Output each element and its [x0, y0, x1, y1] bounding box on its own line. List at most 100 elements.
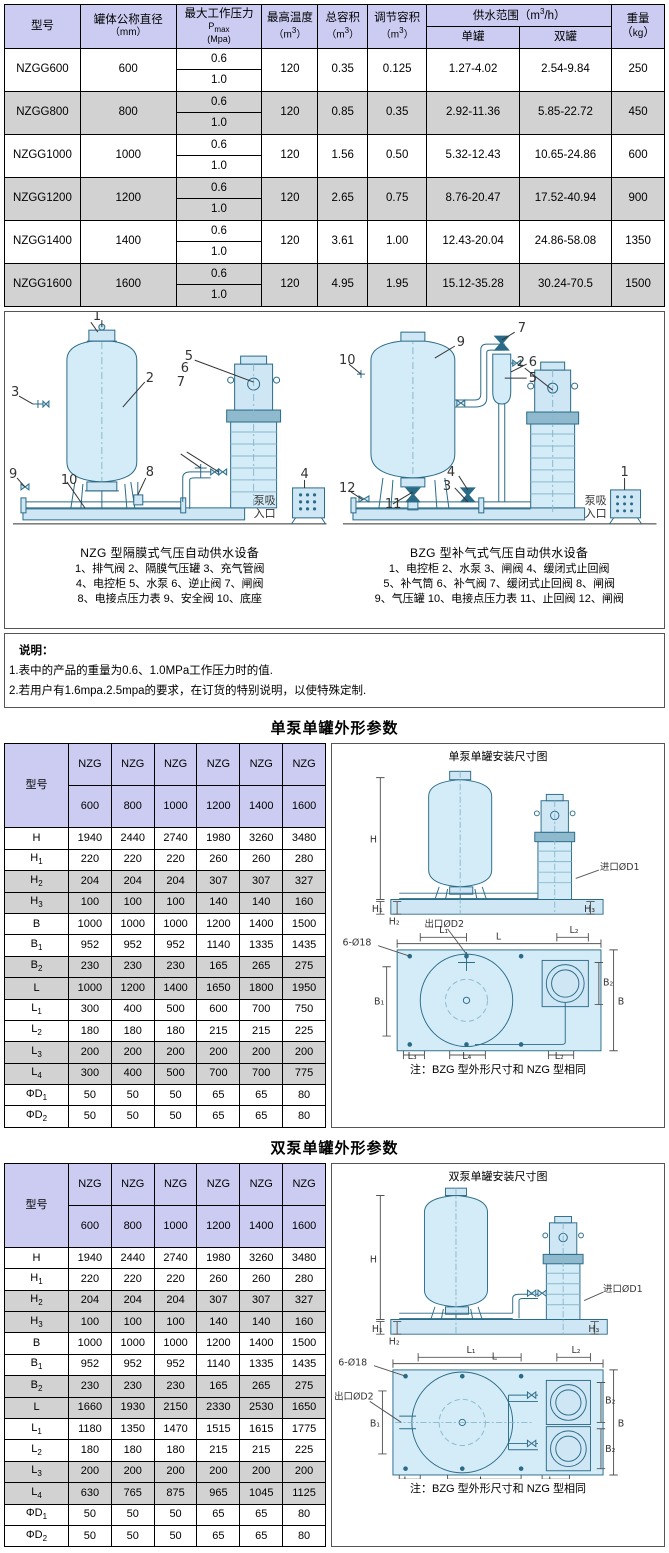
single-cell: 204: [110, 870, 155, 893]
single-pump-block: 型号 NZG NZG NZG NZG NZG NZG 600 800 1000 …: [4, 743, 665, 1128]
cell-diameter: 1600: [79, 263, 177, 307]
diagram-bzg: 1 2 3 4 5 6 7 9 10 11 12 泵吸 入口 BZG 型补气式气…: [335, 312, 665, 628]
dim-col-bot-5: 1400: [239, 785, 284, 829]
svg-text:入口: 入口: [254, 507, 276, 520]
single-cell: 50: [153, 1105, 198, 1128]
cell-temperature: 120: [261, 177, 319, 221]
single-cell: 230: [153, 955, 198, 979]
single-rowlabel-L2: L2: [4, 1019, 69, 1043]
double-cell: 1180: [68, 1417, 112, 1441]
dim2-col-top-6: NZG: [282, 1162, 326, 1206]
callout-9: 9: [9, 467, 17, 482]
double-cell: 2440: [110, 1246, 155, 1270]
single-cell: 600: [196, 998, 241, 1021]
bzg-caption-line1: 1、电控柜 2、水泵 3、闸阀 4、缓闭式止回阀: [388, 562, 610, 575]
equipment-diagrams: 1 2 3 4 5 6 7 8 9 10 泵吸 入口 NZG 型隔膜式气压自动供…: [4, 311, 665, 629]
single-cell: 1940: [68, 827, 112, 850]
callout-b6: 6: [528, 355, 536, 370]
dim-B-2: B: [618, 1418, 624, 1429]
single-cell: 300: [68, 998, 112, 1021]
cell-diameter: 1000: [79, 134, 177, 178]
double-cell: 50: [68, 1524, 112, 1548]
bzg-caption-line3: 9、气压罐 10、电接点压力表 11、止回阀 12、闸阀: [374, 592, 624, 605]
dim-L1-2: L₁: [466, 1345, 475, 1356]
nzg-caption-line1: 1、排气阀 2、隔膜气压罐 3、充气管阀: [75, 562, 265, 575]
cell-weight: 600: [611, 134, 665, 178]
double-cell: 200: [282, 1460, 326, 1484]
cell-supply-double: 2.54-9.84: [518, 48, 613, 92]
dim-col-bot-2: 800: [110, 785, 155, 829]
double-cell: 1045: [239, 1482, 284, 1505]
nzg-caption-line2: 4、电控柜 5、水泵 6、逆止阀 7、闸阀: [75, 577, 264, 590]
double-rowlabel-H3: H3: [4, 1311, 69, 1334]
callout-b10: 10: [338, 353, 355, 368]
notes-title: 说明：: [19, 645, 54, 657]
double-cell: 1470: [153, 1417, 198, 1441]
double-cell: 160: [282, 1311, 326, 1334]
single-cell: 775: [282, 1062, 326, 1086]
single-rowlabel-H1: H1: [4, 848, 69, 872]
cell-pressure-high: 1.0: [210, 289, 227, 301]
dim-L3-1: L₃: [408, 1052, 417, 1060]
callout-4: 4: [301, 467, 309, 482]
dim-H-1: H: [370, 835, 377, 846]
cell-model: NZGG1000: [4, 134, 81, 178]
section-heading-single-pump: 单泵单罐外形参数: [270, 720, 399, 738]
dim-col-bot-6: 1600: [282, 785, 326, 829]
th-total-volume: 总容积 （m3）: [317, 4, 368, 49]
main-spec-table: 型号 罐体公称直径 （mm） 最大工作压力 Pmax (Mpa) 最高温度 （m…: [4, 4, 665, 307]
single-cell: 1000: [68, 977, 112, 1000]
double-cell: 230: [110, 1375, 155, 1398]
single-cell: 1000: [68, 912, 112, 936]
dim-col-top-3: NZG: [153, 743, 198, 787]
dim-B2-1: B₂: [603, 978, 613, 989]
cell-diameter: 1400: [79, 220, 177, 264]
single-rowlabel-L4: L4: [4, 1062, 69, 1086]
dim-H3-2: H₃: [588, 1324, 599, 1335]
double-cell: 952: [68, 1353, 112, 1377]
double-cell: 1140: [196, 1353, 241, 1377]
dim-L2-1: L₂: [569, 925, 578, 936]
double-pump-block: 型号 NZG NZG NZG NZG NZG NZG 600 800 1000 …: [4, 1162, 665, 1548]
single-cell: 165: [196, 955, 241, 979]
notes-box: 说明： 1.表中的产品的重量为0.6、1.0MPa工作压力时的值. 2.若用户有…: [4, 633, 665, 709]
double-cell: 65: [239, 1503, 284, 1526]
double-cell: 630: [68, 1482, 112, 1505]
dim-H1-1: H₁: [372, 904, 383, 915]
double-cell: 180: [153, 1439, 198, 1462]
single-cell: 260: [196, 848, 241, 872]
single-pump-drawing-title: 单泵单罐安装尺寸图: [448, 751, 548, 764]
double-cell: 215: [239, 1439, 284, 1462]
single-pump-drawing-wrap: 单泵单罐安装尺寸图: [331, 743, 665, 1128]
single-cell: 700: [239, 1062, 284, 1086]
single-cell: 230: [68, 955, 112, 979]
cell-total-volume: 2.65: [317, 177, 368, 221]
th-pressure-unit: (Mpa): [207, 34, 231, 45]
cell-total-volume: 1.56: [317, 134, 368, 178]
double-pump-dim-table: 型号 NZG NZG NZG NZG NZG NZG 600 800 1000 …: [4, 1162, 326, 1548]
single-cell: 2740: [153, 827, 198, 850]
cell-weight: 1350: [611, 220, 665, 264]
dim-col-top-5: NZG: [239, 743, 284, 787]
callout-b12: 12: [338, 481, 355, 496]
cell-temperature: 120: [261, 220, 319, 264]
th-supply-double: 双罐: [518, 26, 613, 49]
cell-supply-double: 30.24-70.5: [518, 263, 613, 307]
th-pressure-text: 最大工作压力: [184, 8, 254, 21]
double-pump-drawing-title: 双泵单罐安装尺寸图: [448, 1170, 548, 1183]
cell-total-volume: 0.85: [317, 91, 368, 135]
single-cell: 1200: [196, 912, 241, 936]
dim-th-model-1: 型号: [4, 743, 69, 829]
double-cell: 80: [282, 1503, 326, 1526]
cell-model: NZGG1200: [4, 177, 81, 221]
cell-pressure-high: 1.0: [210, 203, 227, 215]
double-cell: 50: [153, 1503, 198, 1526]
single-rowlabel-L: L: [4, 977, 69, 1000]
double-cell: 50: [68, 1503, 112, 1526]
double-cell: 204: [153, 1289, 198, 1313]
